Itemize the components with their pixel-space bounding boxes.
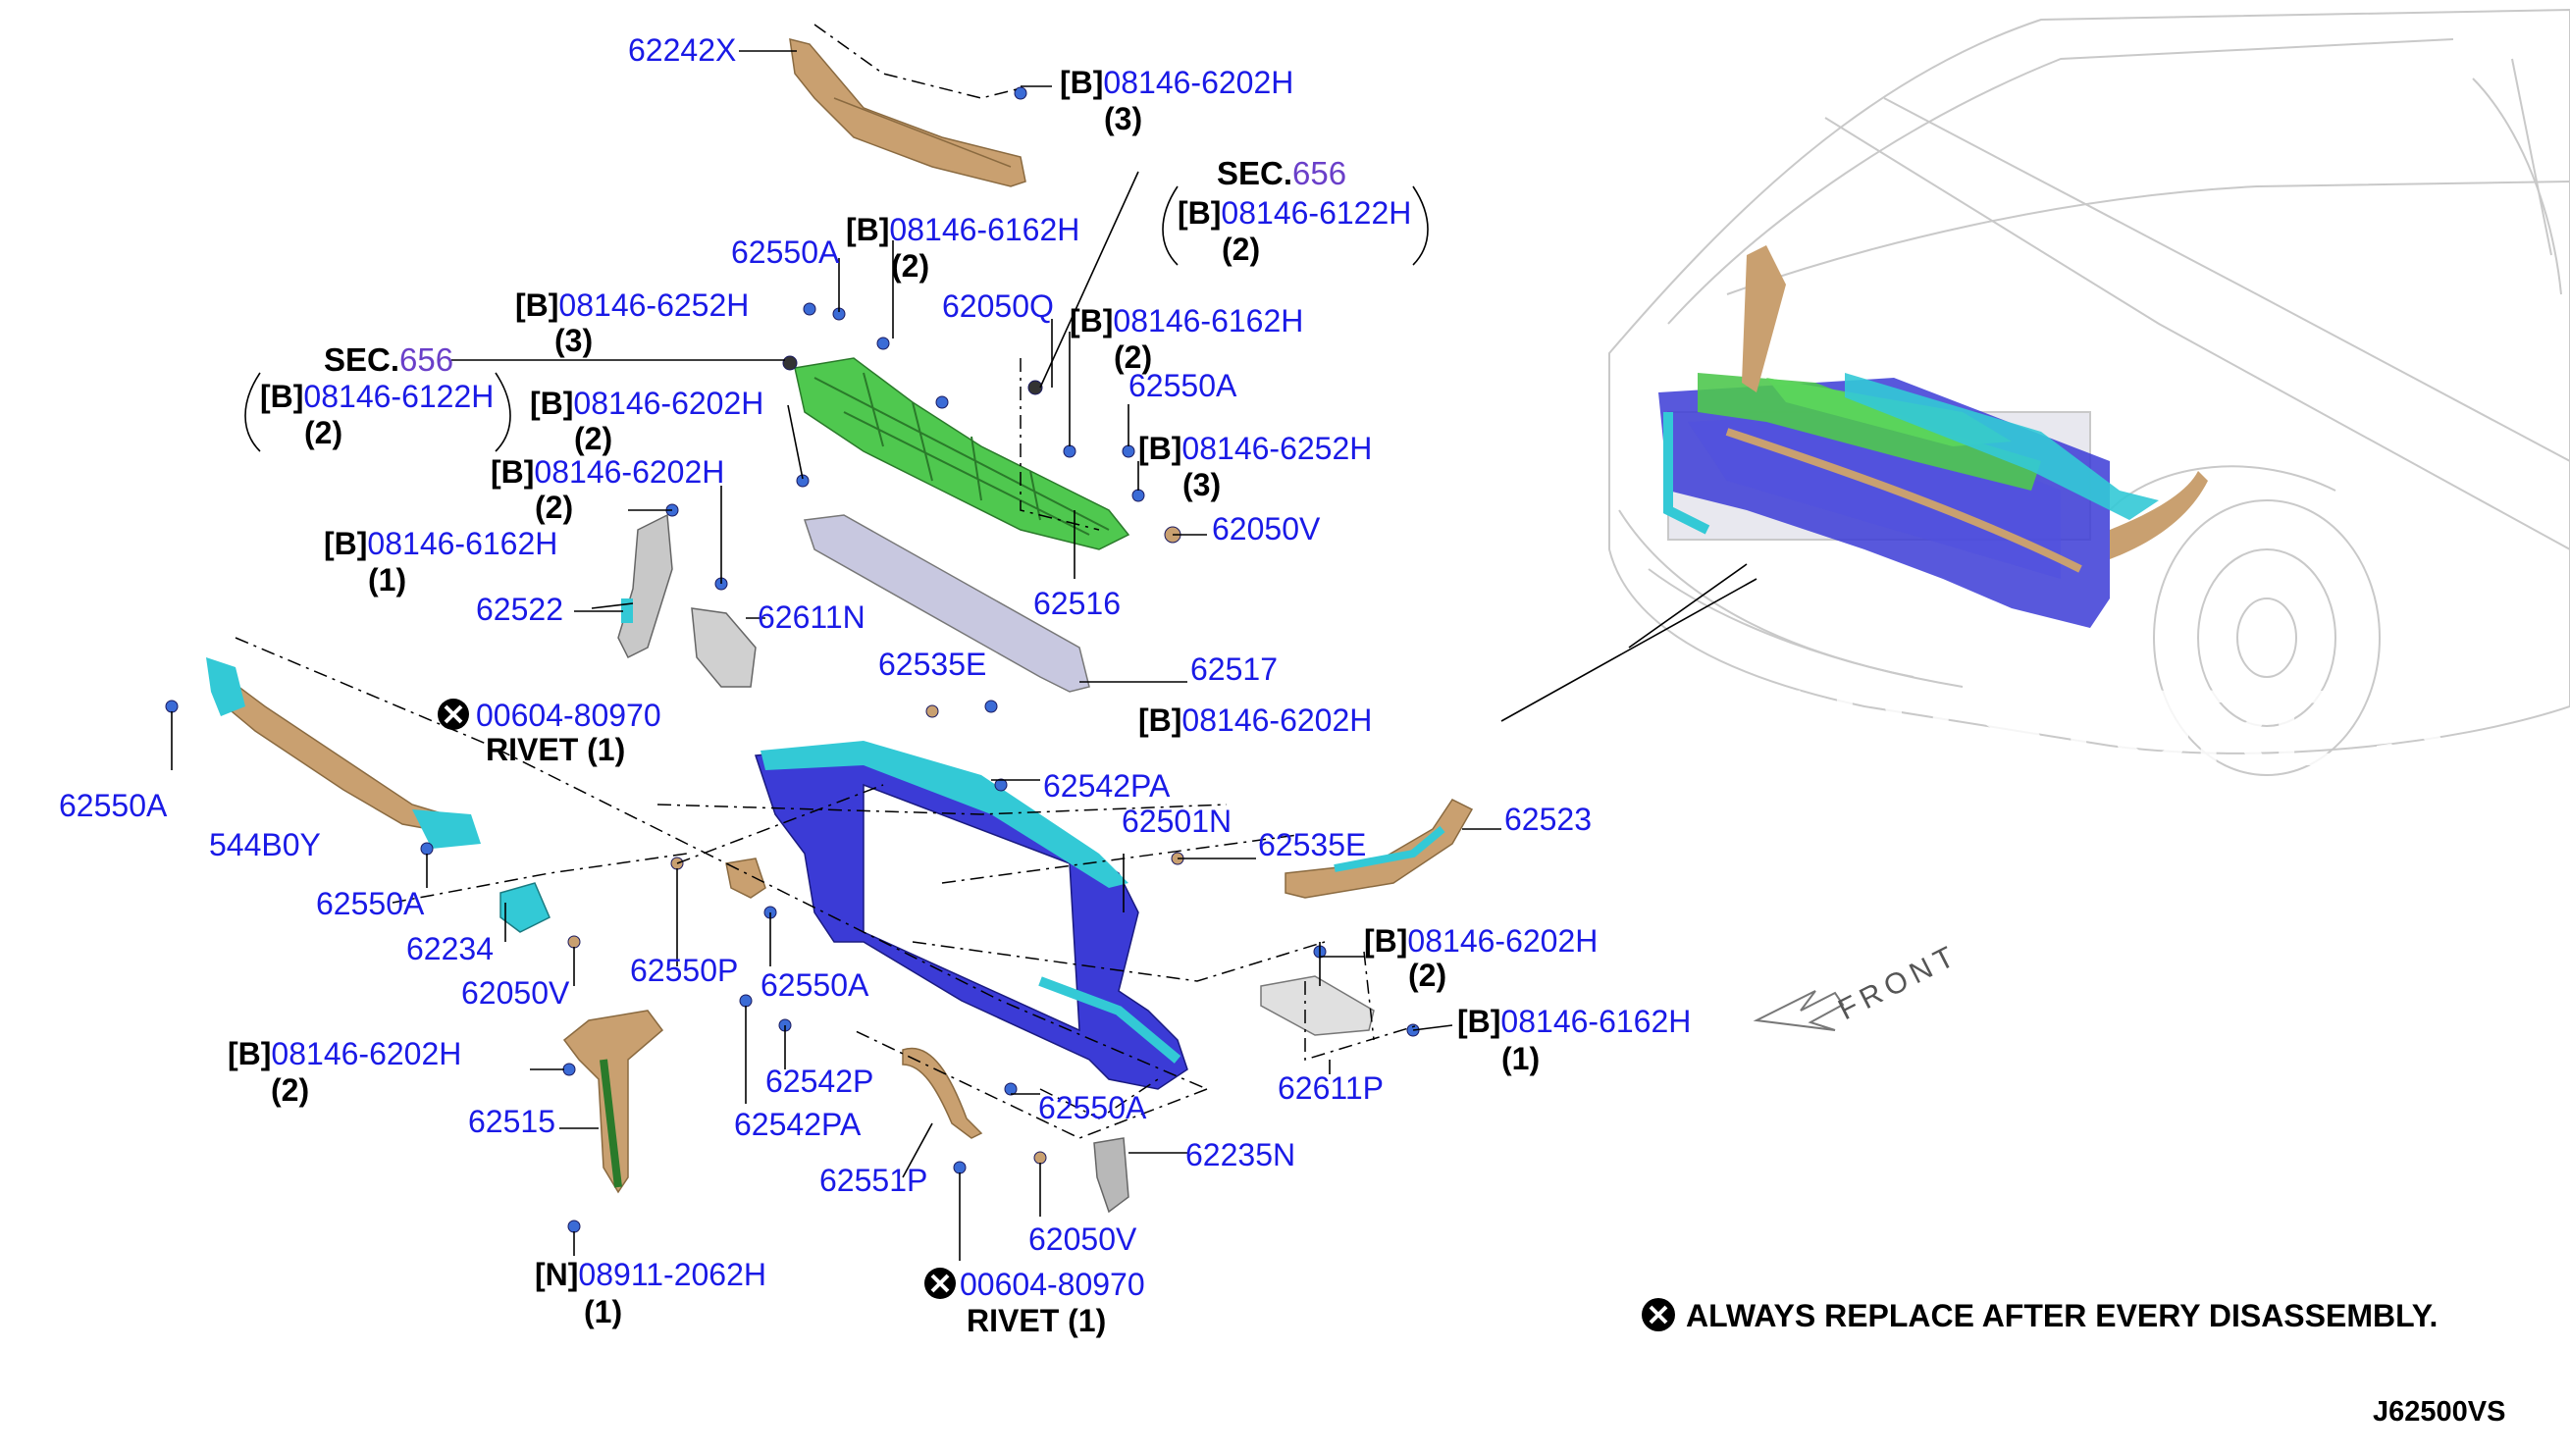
bolt-qty-13: (2)	[271, 1072, 309, 1108]
label-62242X: 62242X	[628, 32, 736, 68]
bolt-qty-12: (1)	[1501, 1041, 1540, 1076]
watermark-text: PARTSTORE.S	[1688, 668, 2445, 789]
label-62550P: 62550P	[630, 953, 738, 988]
bolt-callout-14: [N]08911-2062H	[535, 1257, 766, 1292]
bolt-callout-2: [B]08146-6162H	[846, 212, 1079, 247]
bolt-qty-1: (3)	[1104, 101, 1142, 136]
part-62517	[803, 514, 1090, 693]
replacement-note: ALWAYS REPLACE AFTER EVERY DISASSEMBLY.	[1642, 1298, 2438, 1333]
label-62523: 62523	[1504, 802, 1592, 837]
part-62550P	[725, 858, 766, 899]
bolt-qty-14: (1)	[584, 1294, 622, 1329]
bolt-callout-3: [B]08146-6122H	[1178, 195, 1411, 231]
rivet-part-2: 00604-80970	[960, 1267, 1145, 1302]
section-ref-2: SEC.656	[324, 341, 453, 378]
label-62234: 62234	[406, 931, 494, 966]
part-62242X	[789, 38, 1026, 187]
label-62501N: 62501N	[1122, 804, 1232, 839]
rivet-callouts: 00604-80970 RIVET (1) 00604-80970 RIVET …	[438, 698, 1145, 1338]
label-62550A-3: 62550A	[59, 788, 168, 823]
bolt-callouts: [B]08146-6202H (3) [B]08146-6162H (2) [B…	[228, 65, 1691, 1329]
label-62550A-1: 62550A	[731, 234, 840, 270]
bolt-qty-2: (2)	[891, 248, 929, 284]
label-62550A-5: 62550A	[761, 967, 869, 1003]
part-62235N	[1093, 1137, 1129, 1214]
label-62551P: 62551P	[819, 1163, 927, 1198]
part-62611N	[691, 607, 757, 688]
label-62050V-1: 62050V	[1212, 511, 1321, 546]
label-62550A-2: 62550A	[1128, 368, 1237, 403]
bolt-callout-12: [B]08146-6162H	[1457, 1004, 1691, 1039]
replace-marker-icon	[1642, 1298, 1675, 1331]
part-62515	[562, 1010, 664, 1194]
bolt-callout-1: [B]08146-6202H	[1060, 65, 1293, 100]
label-62050V-3: 62050V	[1028, 1222, 1137, 1257]
rivet-label-2: RIVET (1)	[967, 1303, 1106, 1338]
bolt-callout-6: [B]08146-6122H	[260, 379, 494, 414]
rivet-part-1: 00604-80970	[476, 698, 661, 733]
bolt-callout-9: [B]08146-6202H	[491, 454, 724, 490]
label-62550A-4: 62550A	[316, 886, 425, 921]
label-62516: 62516	[1033, 586, 1121, 621]
bolt-qty-9: (2)	[535, 490, 573, 525]
bolt-qty-10: (1)	[368, 562, 406, 598]
label-62522: 62522	[476, 592, 563, 627]
front-label: FRONT	[1833, 938, 1965, 1026]
vehicle-overview	[1500, 8, 2570, 776]
bolt-callout-11: [B]08146-6202H	[1364, 923, 1598, 959]
bolt-qty-4: (3)	[554, 323, 593, 358]
bolt-callout-8: [B]08146-6252H	[1138, 431, 1372, 466]
diagram-code: J62500VS	[2373, 1396, 2505, 1428]
part-544B0Y	[206, 657, 481, 849]
label-62550A-6: 62550A	[1038, 1090, 1147, 1125]
part-62551P	[902, 1047, 983, 1139]
label-62535E-2: 62535E	[1258, 827, 1366, 862]
bolt-callout-13: [B]08146-6202H	[228, 1036, 461, 1071]
part-62611P	[1260, 975, 1375, 1036]
label-62542P: 62542P	[765, 1064, 873, 1099]
part-62522	[617, 513, 673, 659]
section-references: SEC.656 SEC.656	[324, 155, 1346, 378]
bolt-callout-7: [B]08146-6202H	[530, 386, 763, 421]
section-ref-1: SEC.656	[1217, 155, 1346, 191]
part-62516-upper-support	[794, 357, 1130, 550]
label-62515: 62515	[468, 1104, 555, 1139]
bolt-qty-3: (2)	[1222, 232, 1260, 267]
rivet-label-1: RIVET (1)	[486, 732, 625, 767]
replace-marker-icon	[438, 699, 469, 730]
bolt-qty-5: (2)	[1114, 339, 1152, 375]
bolt-qty-6: (2)	[304, 415, 342, 450]
bolt-callout-4: [B]08146-6252H	[515, 287, 749, 323]
bolt-qty-8: (3)	[1182, 467, 1221, 502]
note-text: ALWAYS REPLACE AFTER EVERY DISASSEMBLY.	[1686, 1298, 2438, 1333]
replace-marker-icon	[924, 1268, 956, 1299]
part-62523	[1285, 799, 1474, 899]
bolt-callout-5: [B]08146-6162H	[1070, 303, 1303, 338]
bolt-callout-15: [B]08146-6202H	[1138, 702, 1372, 738]
label-544B0Y: 544B0Y	[209, 827, 321, 862]
part-62501N-core-support	[754, 741, 1188, 1090]
front-arrow: FRONT	[1753, 938, 1965, 1031]
label-62235N: 62235N	[1185, 1137, 1295, 1172]
label-62517: 62517	[1190, 651, 1278, 687]
bolt-qty-11: (2)	[1408, 958, 1446, 993]
bolt-qty-7: (2)	[574, 421, 612, 456]
label-62611N: 62611N	[758, 599, 865, 635]
label-62535E-1: 62535E	[878, 647, 986, 682]
bolt-callout-10: [B]08146-6162H	[324, 526, 557, 561]
label-62050Q: 62050Q	[942, 288, 1054, 324]
part-labels: 62242X 62550A 62050Q 62550A 62050V 62516…	[59, 32, 1592, 1257]
part-62234	[499, 882, 551, 933]
label-62050V-2: 62050V	[461, 975, 570, 1011]
label-62542PA-2: 62542PA	[734, 1107, 862, 1142]
leader-lines	[171, 50, 1501, 1261]
label-62542PA-1: 62542PA	[1043, 768, 1171, 804]
label-62611P: 62611P	[1278, 1070, 1384, 1106]
